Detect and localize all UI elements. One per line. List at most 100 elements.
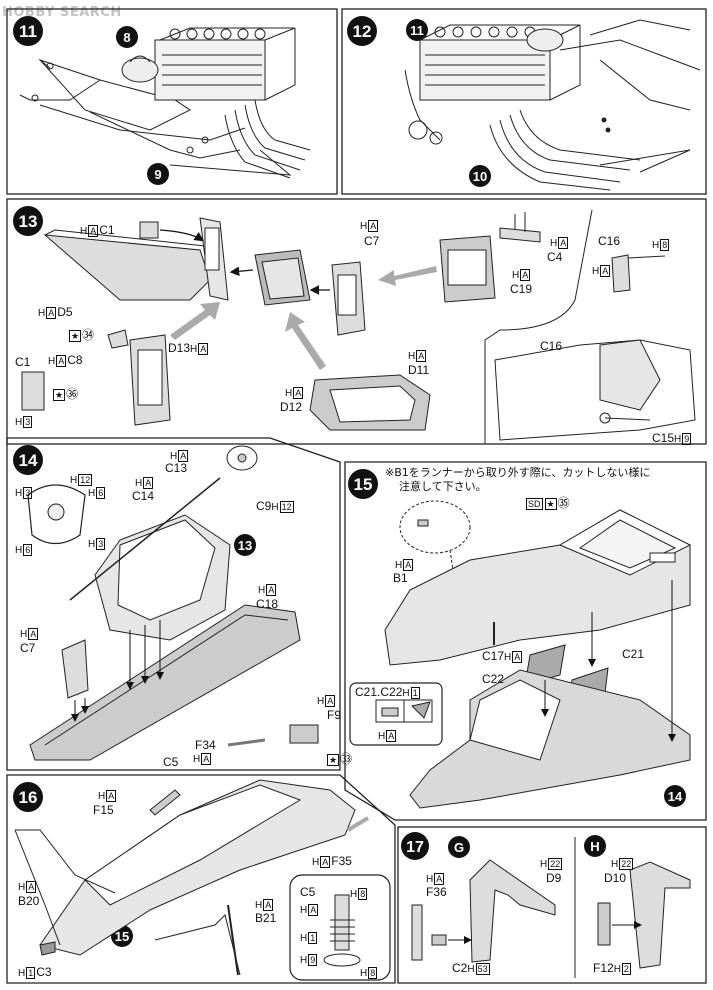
label-f36: F36 [426,885,447,899]
step-13-label: 13 [19,212,38,231]
label-decal-34: ★㉞ [69,328,95,342]
step-number-17 [401,832,429,860]
label-c14: C14 [132,489,155,503]
label-c5-detail: C5 [300,885,316,899]
label-b20: B20 [18,894,40,908]
step-11-label: 11 [19,22,37,41]
step-17-label: 17 [406,839,424,856]
label-decal-33: ★㉝ [327,752,353,766]
panel-step-13 [6,198,707,445]
step-12-label: 12 [353,22,372,41]
label-d10: D10 [604,871,627,885]
panel-step-14 [6,437,341,771]
steering-floor-drawing-14 [27,445,301,761]
label-decal-36: ★㊱ [53,387,79,401]
label-c16b: C16 [540,339,563,353]
panel-step-11 [6,8,338,195]
callout-10: 10 [473,169,487,184]
body-suspension-drawing-16 [14,724,391,981]
panel-step-15 [344,461,707,821]
label-f15: F15 [93,803,114,817]
callout-11: 11 [410,23,424,38]
body-tub-drawing-15 [349,500,692,809]
step-15-label: 15 [354,475,373,494]
callout-H: H [590,839,599,854]
label-d11: D11 [408,363,430,377]
label-c5: C5 [163,755,179,769]
step-number-12 [347,16,377,46]
step-14-label: 14 [19,451,38,470]
callout-9: 9 [154,167,161,182]
panel-step-17 [397,826,707,984]
wing-parts-drawing-17 [411,859,691,969]
label-c1b: C1 [15,355,31,369]
step-number-11 [13,16,43,46]
label-decal-35: SD★㉟ [526,496,570,510]
panel-step-16 [6,774,396,984]
callout-15: 15 [115,929,129,944]
step-number-16 [13,782,43,812]
engine-frame-drawing-12 [404,19,701,191]
label-c7-14: C7 [20,641,36,655]
step-number-14 [13,445,43,475]
callout-14: 14 [668,789,683,804]
step-number-13 [13,206,43,236]
label-c19-name: C19 [510,282,533,296]
callout-G: G [454,840,464,855]
label-c4-name: C4 [547,250,563,264]
label-b1: B1 [393,571,408,585]
label-d9: D9 [546,871,562,885]
callout-13: 13 [238,538,252,553]
callout-8: 8 [123,30,130,45]
label-c16: C16 [598,234,621,248]
step-16-label: 16 [19,788,38,807]
panel-step-12 [341,8,707,195]
engine-frame-drawing-11 [19,27,311,179]
label-f9: F9 [327,708,342,722]
label-c21: C21 [622,647,645,661]
label-c18: C18 [256,597,279,611]
step-number-15 [348,469,378,499]
label-c22: C22 [482,672,505,686]
